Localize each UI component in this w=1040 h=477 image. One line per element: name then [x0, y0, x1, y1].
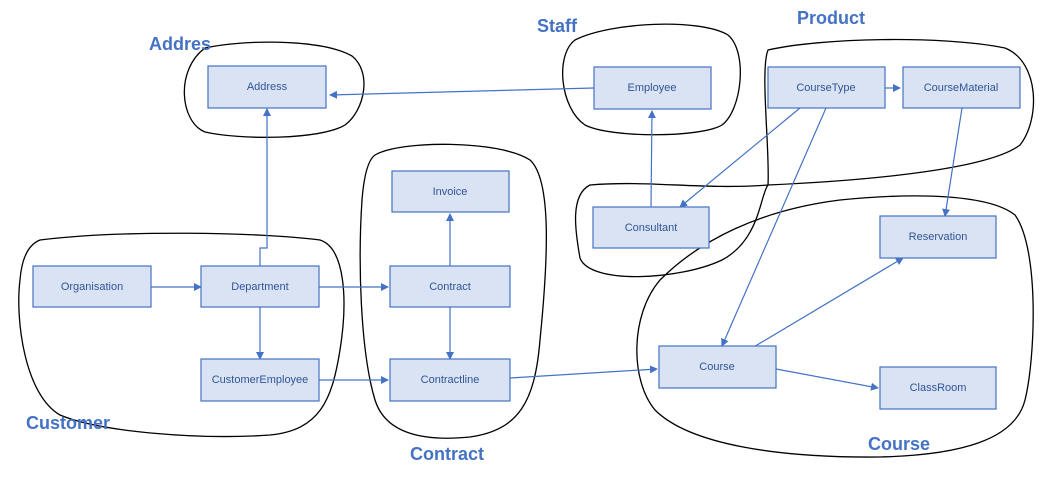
svg-text:Contract: Contract: [429, 281, 471, 293]
svg-text:Course: Course: [699, 361, 734, 373]
edge-course-to-classroom: [775, 368, 879, 391]
node-department: Department: [200, 265, 320, 308]
group-label-contract: Contract: [410, 444, 484, 464]
node-address: Address: [207, 65, 327, 109]
svg-text:CourseMaterial: CourseMaterial: [924, 82, 999, 94]
edge-employee-to-address: [329, 87, 595, 99]
node-contract: Contract: [389, 265, 511, 308]
edge-course-to-reservation: [751, 257, 904, 349]
svg-text:Reservation: Reservation: [909, 231, 968, 243]
svg-text:CustomerEmployee: CustomerEmployee: [212, 374, 309, 386]
contract-group-outline: [359, 143, 547, 439]
product-group-outline: [574, 38, 1035, 278]
edge-coursetype-to-consultant: [679, 107, 801, 208]
svg-text:Department: Department: [231, 281, 288, 293]
node-coursetype: CourseType: [767, 66, 886, 109]
node-coursematerial: CourseMaterial: [902, 66, 1021, 109]
address-group-outline: [183, 41, 365, 138]
node-contractline: Contractline: [389, 358, 511, 402]
group-label-course: Course: [868, 434, 930, 454]
svg-text:Address: Address: [247, 81, 288, 93]
svg-text:Invoice: Invoice: [433, 186, 468, 198]
svg-text:Organisation: Organisation: [61, 281, 123, 293]
customer-group-outline: [18, 232, 345, 438]
group-label-staff: Staff: [537, 16, 578, 36]
edge-coursetype-to-course: [721, 107, 827, 347]
edge-contractline-to-course: [509, 365, 658, 379]
svg-text:Contractline: Contractline: [421, 374, 480, 386]
svg-text:Employee: Employee: [628, 82, 677, 94]
svg-text:CourseType: CourseType: [796, 82, 855, 94]
group-label-customer: Customer: [26, 413, 110, 433]
edge-consultant-to-employee: [647, 110, 656, 208]
edge-coursematerial-to-reservation: [942, 107, 963, 217]
staff-group-outline: [562, 23, 741, 136]
node-organisation: Organisation: [32, 265, 152, 308]
node-invoice: Invoice: [391, 170, 510, 213]
svg-text:Consultant: Consultant: [625, 222, 678, 234]
svg-text:ClassRoom: ClassRoom: [910, 382, 967, 394]
group-label-address: Addres: [149, 34, 211, 54]
node-course: Course: [658, 345, 777, 389]
node-consultant: Consultant: [592, 206, 710, 249]
course-group-outline: [636, 195, 1034, 458]
node-reservation: Reservation: [879, 215, 997, 259]
node-customeremployee: CustomerEmployee: [200, 358, 320, 402]
group-label-product: Product: [797, 8, 865, 28]
node-employee: Employee: [593, 66, 712, 110]
node-classroom: ClassRoom: [879, 366, 997, 410]
edge-department-to-address: [259, 108, 271, 267]
